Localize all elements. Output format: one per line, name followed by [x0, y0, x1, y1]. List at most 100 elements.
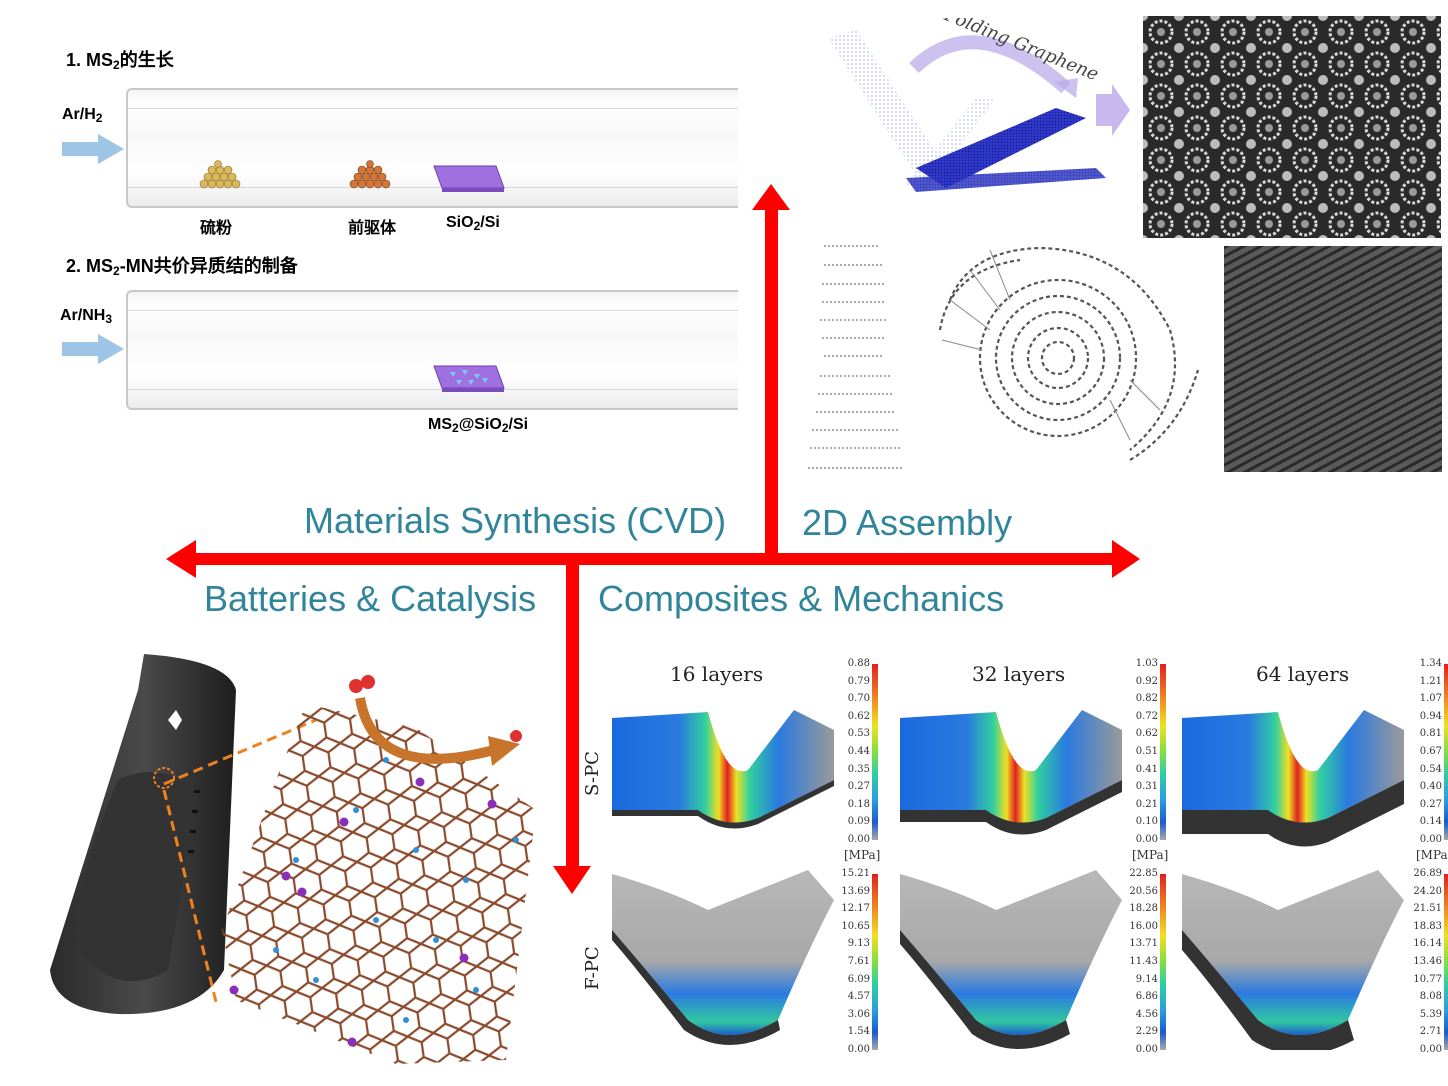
s-pc-32-plot [900, 710, 1122, 835]
colorbar-bottom-2 [1160, 874, 1166, 1050]
colorbar-tick-label: 13.71 [1129, 938, 1158, 950]
colorbar-tick-label: 1.21 [1419, 675, 1442, 687]
colorbar-tick-label: 0.94 [1419, 710, 1442, 722]
colorbar-tick-label: 9.14 [1135, 973, 1158, 985]
stacked-layers-model [808, 245, 904, 469]
colorbar-tick-label: 0.27 [847, 781, 870, 793]
colorbar-tick-label: 0.72 [1135, 710, 1158, 722]
colorbar-tick-label: 0.44 [847, 746, 870, 757]
label-batteries-catalysis: Batteries & Catalysis [204, 578, 537, 619]
colorbar-tick-label: 10.65 [841, 920, 870, 932]
gas-inlet-arrow-2 [62, 334, 124, 364]
s-pc-64-plot [1182, 710, 1404, 847]
colorbar-tick-label: 0.00 [1135, 1044, 1158, 1055]
label-precursor: 前驱体 [348, 220, 397, 237]
colorbar-tick-label: 13.69 [841, 885, 870, 897]
colorbar-tick-label: 6.86 [1135, 991, 1158, 1003]
colorbar-tick-label: 7.61 [847, 956, 870, 967]
colorbar-tick-label: 15.21 [841, 868, 870, 879]
colorbar-tick-label: 1.03 [1135, 658, 1158, 669]
colorbar-top-2 [1160, 664, 1166, 840]
colorbar-tick-label: 18.83 [1413, 920, 1442, 932]
zoom-guide-lines [162, 718, 317, 1003]
colorbar-tick-label: 21.51 [1413, 903, 1442, 915]
colorbar-tick-label: 0.35 [847, 763, 870, 775]
f-pc-64-plot [1182, 870, 1404, 1050]
scroll-spiral-model [938, 246, 1200, 461]
colorbar-tick-label: 0.88 [847, 658, 870, 669]
colorbar-tick-label: 0.62 [847, 710, 870, 722]
colorbar-tick-label: 20.56 [1129, 885, 1158, 897]
f-pc-16-plot [612, 870, 834, 1045]
colorbar-tick-label: 16.14 [1413, 938, 1442, 950]
colorbar-tick-label: 1.07 [1419, 693, 1442, 705]
colorbar-tick-label: 22.85 [1129, 868, 1158, 879]
colorbar-tick-label: 0.00 [1419, 834, 1442, 845]
label-composites-mechanics: Composites & Mechanics [598, 578, 1005, 619]
sio2-si-substrate [433, 165, 505, 192]
colorbar-tick-label: 18.28 [1129, 903, 1158, 915]
colorbar-tick-label: 0.81 [1419, 728, 1442, 740]
colorbar-tick-label: 0.53 [847, 728, 870, 740]
lattice-fringe-tem-image [1224, 246, 1442, 472]
colorbar-tick-label: 0.00 [847, 1044, 870, 1055]
colorbar-unit-label: [MPa] [1416, 848, 1448, 862]
colorbar-tick-label: 0.92 [1135, 675, 1158, 687]
colorbar-tick-label: 0.14 [1419, 816, 1442, 828]
colorbar-bottom-1 [872, 874, 878, 1050]
step1-title: 1. MS2的生长 [66, 50, 174, 72]
s-pc-16-plot [612, 710, 834, 829]
battery-cylinder-model [50, 654, 236, 1015]
colorbar-tick-label: 10.77 [1413, 973, 1442, 985]
colorbar-tick-label: 0.40 [1419, 781, 1442, 793]
label-2d-assembly: 2D Assembly [802, 502, 1013, 543]
label-materials-synthesis: Materials Synthesis (CVD) [304, 500, 727, 541]
colorbar-tick-label: 26.89 [1413, 868, 1442, 879]
colorbar-tick-label: 1.54 [847, 1026, 870, 1038]
row-label-s-pc: S-PC [582, 751, 603, 796]
f-pc-32-plot [900, 870, 1122, 1049]
ms2-on-substrate [433, 365, 505, 392]
gas-inlet-arrow-1 [62, 134, 124, 164]
colorbar-tick-label: 6.09 [847, 973, 870, 985]
step2-title: 2. MS2-MN共价异质结的制备 [66, 256, 298, 278]
colorbar-tick-label: 13.46 [1413, 956, 1442, 967]
doped-graphene-lattice [222, 704, 536, 1064]
colorbar-tick-label: 0.27 [1419, 798, 1442, 810]
label-substrate: SiO2/Si [446, 214, 500, 233]
colorbar-top-1 [872, 664, 878, 840]
colorbar-tick-label: 0.54 [1419, 763, 1442, 775]
colorbar-tick-label: 2.71 [1419, 1026, 1442, 1038]
colorbar-tick-label: 1.34 [1419, 658, 1442, 669]
colorbar-tick-label: 0.51 [1135, 746, 1158, 757]
gas-label-1: Ar/H2 [62, 106, 103, 125]
catalysis-reaction-arrow [349, 675, 527, 766]
folding-graphene-schematic: Folding Graphene [828, 18, 1130, 192]
moire-tem-image [1143, 16, 1441, 238]
colorbar-tick-label: 12.17 [841, 903, 870, 915]
colorbar-tick-label: 0.00 [1135, 834, 1158, 845]
colorbar-tick-label: 0.00 [847, 834, 870, 845]
colorbar-tick-label: 0.67 [1419, 746, 1442, 757]
gas-label-2: Ar/NH3 [60, 307, 113, 326]
colorbar-tick-label: 0.21 [1135, 798, 1158, 810]
colorbar-tick-label: 9.13 [847, 938, 870, 950]
precursor-powder [349, 160, 391, 189]
colorbar-tick-label: 24.20 [1413, 885, 1442, 897]
colorbar-tick-label: 5.39 [1419, 1008, 1442, 1020]
colorbar-bottom-3 [1444, 874, 1448, 1050]
sulfur-powder [199, 160, 241, 189]
col-title-64: 64 layers [1256, 662, 1350, 686]
colorbar-unit-label: [MPa] [844, 848, 881, 862]
colorbar-tick-label: 0.79 [847, 675, 870, 687]
colorbar-top-3 [1444, 664, 1448, 840]
colorbar-tick-label: 0.09 [847, 816, 870, 828]
colorbar-tick-label: 0.18 [847, 798, 870, 810]
row-label-f-pc: F-PC [582, 946, 603, 990]
furnace-tube-1 [126, 88, 738, 208]
colorbar-tick-label: 16.00 [1129, 920, 1158, 932]
col-title-16: 16 layers [670, 662, 764, 686]
col-title-32: 32 layers [972, 662, 1066, 686]
label-product: MS2@SiO2/Si [428, 416, 529, 435]
